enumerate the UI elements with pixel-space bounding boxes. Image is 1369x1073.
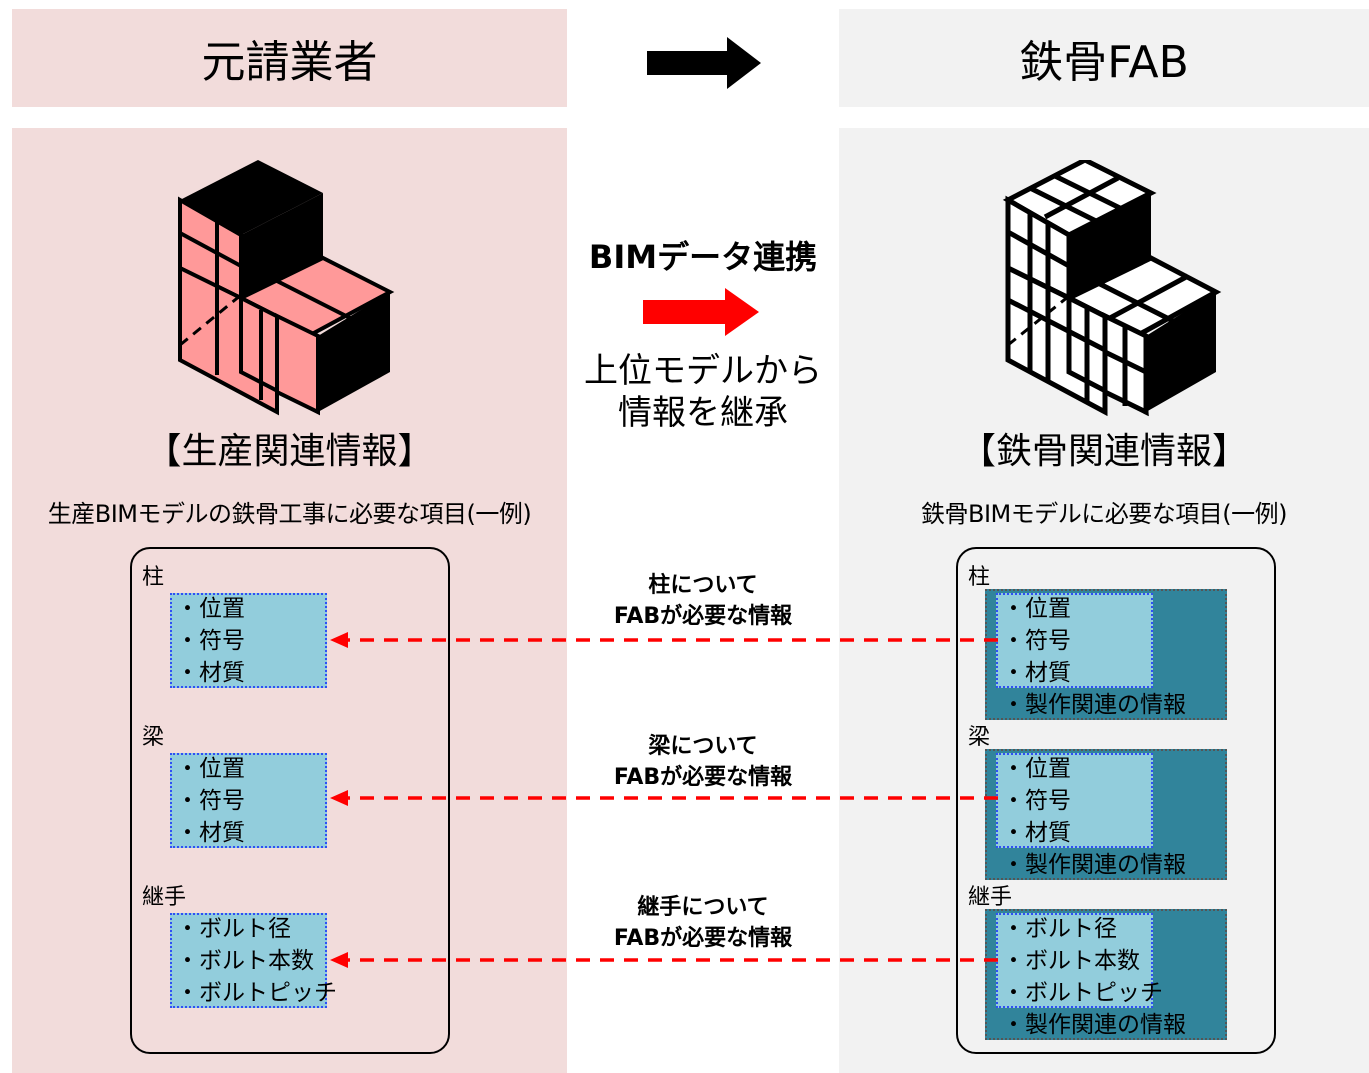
right-column-item: ・位置 (1002, 596, 1071, 622)
column-link-line2: FABが必要な情報 (613, 604, 793, 629)
right-joint-item: ・ボルト本数 (1002, 948, 1140, 974)
right-column-item: ・材質 (1002, 660, 1071, 686)
bim-link-arrow-icon (643, 288, 759, 336)
right-column-item: ・符号 (1002, 628, 1071, 654)
header-right-fab: 鉄骨FAB (839, 9, 1369, 107)
left-beam-item: ・符号 (176, 788, 245, 814)
right-beam-item: ・位置 (1002, 756, 1071, 782)
steel-items-box (956, 547, 1276, 1054)
column-link-label: 柱について FABが必要な情報 (567, 570, 839, 632)
inherit-caption-line1: 上位モデルから (584, 351, 822, 391)
beam-link-line2: FABが必要な情報 (613, 765, 793, 790)
beam-link-line1: 梁について (648, 734, 758, 759)
right-column-items (996, 593, 1153, 688)
left-beam-item: ・材質 (176, 820, 245, 846)
bim-data-link-title: BIMデータ連携 (588, 238, 818, 276)
right-beam-items (996, 753, 1153, 848)
right-joint-item: ・ボルト径 (1002, 916, 1117, 942)
header-arrow-icon (647, 37, 761, 89)
link-arrows (330, 632, 998, 968)
left-column-item: ・材質 (176, 660, 245, 686)
production-bim-model-icon (178, 160, 395, 416)
right-beam-fab-item: ・製作関連の情報 (1002, 852, 1186, 878)
column-link-line1: 柱について (648, 573, 758, 598)
left-column-item: ・位置 (176, 596, 245, 622)
left-column-label: 柱 (142, 565, 165, 590)
steel-info-subtitle: 鉄骨BIMモデルに必要な項目(一例) (921, 500, 1287, 528)
right-beam-item: ・符号 (1002, 788, 1071, 814)
right-beam-label: 梁 (968, 725, 991, 750)
header-right-title: 鉄骨FAB (1019, 37, 1189, 88)
left-joint-items (170, 913, 327, 1008)
left-beam-label: 梁 (142, 725, 165, 750)
right-beam-item: ・材質 (1002, 820, 1071, 846)
left-beam-items (170, 753, 327, 848)
left-column-items (170, 593, 327, 688)
header-left-title: 元請業者 (201, 37, 378, 88)
joint-link-line2: FABが必要な情報 (613, 926, 793, 951)
header-left-contractor: 元請業者 (12, 9, 567, 107)
inherit-caption: 上位モデルから 情報を継承 (567, 350, 839, 434)
production-info-title: 【生産関連情報】 (145, 431, 434, 472)
right-joint-fab-item: ・製作関連の情報 (1002, 1012, 1186, 1038)
right-column-fab-item: ・製作関連の情報 (1002, 692, 1186, 718)
joint-link-arrow-icon (330, 952, 998, 968)
left-column-item: ・符号 (176, 628, 245, 654)
left-beam-item: ・位置 (176, 756, 245, 782)
beam-link-arrow-icon (330, 790, 998, 806)
production-info-subtitle: 生産BIMモデルの鉄骨工事に必要な項目(一例) (47, 500, 532, 528)
left-joint-item: ・ボルト本数 (176, 948, 314, 974)
left-joint-label: 継手 (142, 885, 187, 910)
beam-link-label: 梁について FABが必要な情報 (567, 731, 839, 793)
steel-info-title: 【鉄骨関連情報】 (959, 431, 1248, 472)
joint-link-line1: 継手について (637, 895, 769, 920)
left-joint-item: ・ボルトピッチ (176, 980, 337, 1006)
steel-bim-model-icon (1002, 160, 1222, 417)
right-joint-item: ・ボルトピッチ (1002, 980, 1163, 1006)
column-link-arrow-icon (330, 632, 998, 648)
right-joint-label: 継手 (968, 885, 1013, 910)
joint-link-label: 継手について FABが必要な情報 (567, 892, 839, 954)
production-items-box (130, 547, 450, 1054)
inherit-caption-line2: 情報を継承 (618, 393, 788, 433)
right-column-label: 柱 (968, 565, 991, 590)
left-joint-item: ・ボルト径 (176, 916, 291, 942)
right-joint-items (996, 913, 1153, 1008)
